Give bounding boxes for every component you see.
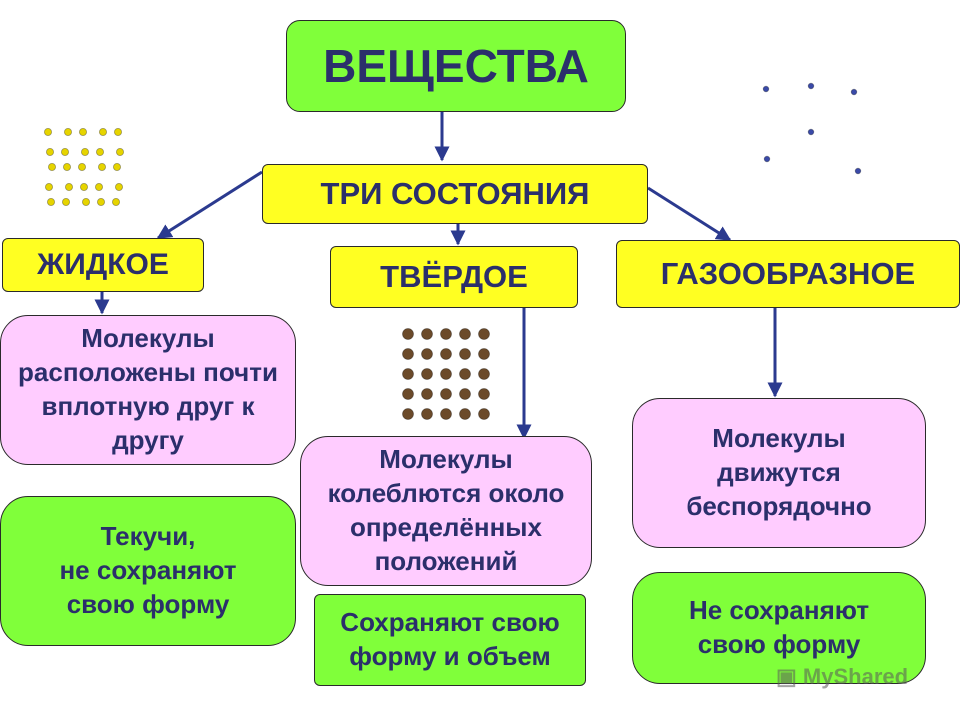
solid-particle: [459, 368, 471, 380]
solid-particle: [478, 408, 490, 420]
gas-particle: [762, 85, 770, 93]
solid-particle: [421, 408, 433, 420]
solid-particle: [402, 348, 414, 360]
liquid-particle: [82, 197, 91, 206]
watermark-icon: ▣: [776, 664, 803, 689]
arrow-states-to-gas: [647, 186, 732, 242]
solid-particle: [459, 408, 471, 420]
liquid-particle: [61, 147, 70, 156]
solid-particle: [402, 408, 414, 420]
solid-label: ТВЁРДОЕ: [380, 259, 528, 294]
solid-header: ТВЁРДОЕ: [330, 246, 578, 308]
liquid-particle: [80, 182, 89, 191]
liquid-particle: [98, 162, 107, 171]
subtitle-box: ТРИ СОСТОЯНИЯ: [262, 164, 648, 224]
solid-particle: [478, 348, 490, 360]
liquid-particle: [64, 127, 73, 136]
liquid-particle: [48, 162, 57, 171]
solid-particle: [402, 368, 414, 380]
solid-particle: [440, 388, 452, 400]
solid-particle: [440, 408, 452, 420]
liquid-particle: [47, 197, 56, 206]
gas-molecules-illustration: [762, 82, 862, 175]
liquid-particle: [95, 182, 104, 191]
gas-molecules-box: Молекулы движутся беспорядочно: [632, 398, 926, 548]
liquid-particle: [45, 182, 54, 191]
liquid-particle: [44, 127, 53, 136]
liquid-particle: [96, 147, 105, 156]
gas-particle: [850, 88, 858, 96]
diagram-title: ВЕЩЕСТВА: [323, 40, 589, 92]
solid-particle: [421, 388, 433, 400]
solid-particle: [440, 368, 452, 380]
gas-particle: [763, 155, 771, 163]
solid-particle: [421, 348, 433, 360]
watermark: ▣ MyShared: [776, 664, 908, 690]
solid-particle: [440, 348, 452, 360]
diagram-subtitle: ТРИ СОСТОЯНИЯ: [320, 176, 590, 211]
arrow-states-to-liquid: [156, 170, 263, 240]
liquid-molecules-text: Молекулы расположены почти вплотную друг…: [18, 323, 278, 455]
liquid-particle: [116, 147, 125, 156]
solid-particle: [459, 328, 471, 340]
solid-molecules-text: Молекулы колеблются около определённых п…: [327, 444, 565, 576]
liquid-particle: [97, 197, 106, 206]
liquid-particle: [65, 182, 74, 191]
solid-particle: [421, 328, 433, 340]
liquid-molecules-illustration: [44, 127, 125, 206]
solid-particle: [478, 388, 490, 400]
liquid-molecules-box: Молекулы расположены почти вплотную друг…: [0, 315, 296, 465]
gas-property-box: Не сохраняют свою форму: [632, 572, 926, 684]
liquid-particle: [46, 147, 55, 156]
liquid-particle: [62, 197, 71, 206]
solid-particle: [402, 328, 414, 340]
liquid-particle: [112, 197, 121, 206]
title-box: ВЕЩЕСТВА: [286, 20, 626, 112]
solid-particle: [459, 348, 471, 360]
liquid-header: ЖИДКОЕ: [2, 238, 204, 292]
liquid-particle: [63, 162, 72, 171]
liquid-particle: [115, 182, 124, 191]
solid-molecules-box: Молекулы колеблются около определённых п…: [300, 436, 592, 586]
solid-molecules-illustration: [402, 328, 490, 420]
liquid-label: ЖИДКОЕ: [37, 248, 169, 281]
gas-particle: [807, 128, 815, 136]
gas-particle: [807, 82, 815, 90]
gas-particle: [854, 167, 862, 175]
liquid-property-text: Текучи, не сохраняют свою форму: [59, 521, 237, 619]
liquid-particle: [81, 147, 90, 156]
solid-particle: [440, 328, 452, 340]
watermark-text: MyShared: [802, 664, 909, 689]
gas-molecules-text: Молекулы движутся беспорядочно: [686, 423, 872, 521]
liquid-particle: [114, 127, 123, 136]
gas-property-text: Не сохраняют свою форму: [688, 595, 870, 659]
solid-particle: [402, 388, 414, 400]
liquid-particle: [78, 162, 87, 171]
liquid-particle: [99, 127, 108, 136]
gas-header: ГАЗООБРАЗНОЕ: [616, 240, 960, 308]
solid-particle: [478, 328, 490, 340]
liquid-property-box: Текучи, не сохраняют свою форму: [0, 496, 296, 646]
solid-particle: [459, 388, 471, 400]
liquid-particle: [79, 127, 88, 136]
liquid-particle: [113, 162, 122, 171]
gas-label: ГАЗООБРАЗНОЕ: [660, 256, 916, 291]
solid-particle: [478, 368, 490, 380]
solid-particle: [421, 368, 433, 380]
solid-property-text: Сохраняют свою форму и объем: [340, 607, 560, 671]
solid-property-box: Сохраняют свою форму и объем: [314, 594, 586, 686]
